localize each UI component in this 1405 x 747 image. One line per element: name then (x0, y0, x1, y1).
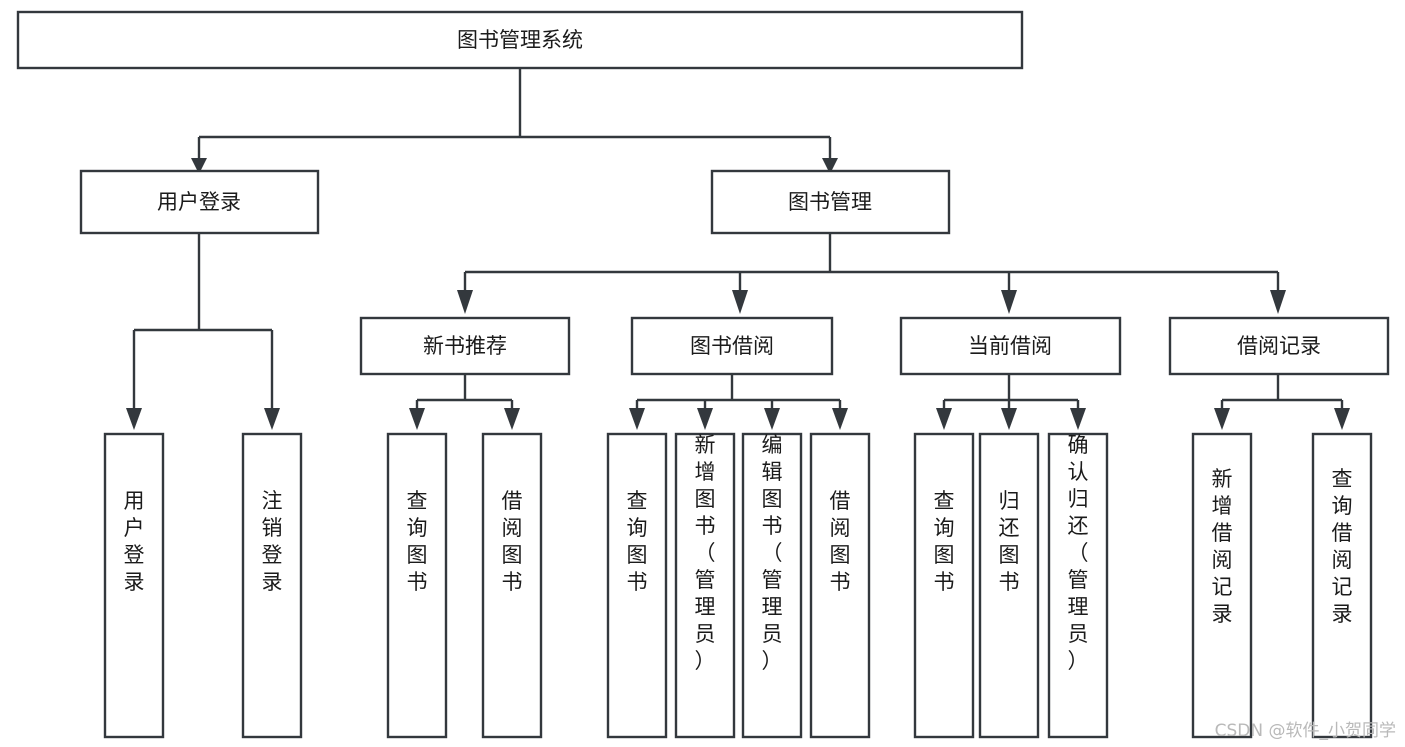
arrow-head-icon (264, 408, 280, 430)
leaf-records-add[interactable]: 新增借阅记录 (1191, 432, 1253, 739)
node-borrow-records[interactable]: 借阅记录 (1168, 316, 1390, 376)
leaf-box[interactable] (809, 432, 871, 739)
leaf-box[interactable] (674, 432, 736, 739)
leaf-box[interactable] (913, 432, 975, 739)
leaf-box[interactable] (978, 432, 1040, 739)
leaf-label: 新增图书（管理员） (695, 433, 716, 673)
leaf-borrow-query[interactable]: 查询图书 (606, 432, 668, 739)
leaf-new-book-query[interactable]: 查询图书 (386, 432, 448, 739)
leaf-borrow-edit-book[interactable]: 编辑图书（管理员） (741, 432, 803, 739)
arrow-head-icon (629, 408, 645, 430)
node-book-borrow-label: 图书借阅 (690, 334, 774, 358)
leaf-label: 编辑图书（管理员） (762, 433, 783, 673)
node-current-borrow[interactable]: 当前借阅 (899, 316, 1122, 376)
leaf-label: 查询图书 (934, 489, 955, 594)
leaf-user-login-logout[interactable]: 注销登录 (241, 432, 303, 739)
leaf-label: 新增借阅记录 (1212, 467, 1233, 626)
node-user-login[interactable]: 用户登录 (79, 169, 320, 235)
arrow-head-icon (1001, 408, 1017, 430)
leaf-box[interactable] (1047, 432, 1109, 739)
leaf-box[interactable] (606, 432, 668, 739)
leaf-box[interactable] (386, 432, 448, 739)
node-root-box[interactable] (16, 10, 1024, 70)
leaf-current-query[interactable]: 查询图书 (913, 432, 975, 739)
leaf-box[interactable] (741, 432, 803, 739)
leaf-new-book-borrow[interactable]: 借阅图书 (481, 432, 543, 739)
leaf-records-query[interactable]: 查询借阅记录 (1311, 432, 1373, 739)
leaf-box[interactable] (1191, 432, 1253, 739)
node-borrow-records-box[interactable] (1168, 316, 1390, 376)
arrow-head-icon (732, 290, 748, 314)
leaf-label: 归还图书 (999, 489, 1020, 594)
node-book-borrow[interactable]: 图书借阅 (630, 316, 834, 376)
leaf-label: 用户登录 (124, 489, 145, 594)
leaf-label: 查询图书 (407, 489, 428, 594)
arrow-head-icon (1214, 408, 1230, 430)
node-new-book-recommend-box[interactable] (359, 316, 571, 376)
arrow-head-icon (822, 158, 838, 174)
arrow-head-icon (409, 408, 425, 430)
node-book-management-label: 图书管理 (788, 190, 872, 214)
node-root-label: 图书管理系统 (457, 28, 583, 52)
node-user-login-label: 用户登录 (157, 190, 241, 214)
node-root[interactable]: 图书管理系统 (16, 10, 1024, 70)
leaf-label: 借阅图书 (830, 489, 851, 594)
node-user-login-box[interactable] (79, 169, 320, 235)
arrow-head-icon (764, 408, 780, 430)
leaf-label: 注销登录 (262, 489, 283, 594)
node-current-borrow-box[interactable] (899, 316, 1122, 376)
node-borrow-records-label: 借阅记录 (1237, 334, 1321, 358)
arrow-head-icon (1070, 408, 1086, 430)
leaf-label: 查询借阅记录 (1332, 467, 1353, 626)
leaf-box[interactable] (1311, 432, 1373, 739)
node-book-management-box[interactable] (710, 169, 951, 235)
leaf-label: 确认归还（管理员） (1068, 433, 1089, 673)
arrow-head-icon (191, 158, 207, 174)
node-current-borrow-label: 当前借阅 (968, 334, 1052, 358)
arrow-head-icon (126, 408, 142, 430)
arrow-head-icon (697, 408, 713, 430)
leaf-box[interactable] (103, 432, 165, 739)
csdn-watermark: CSDN @软件_小贺同学 (1215, 721, 1396, 741)
node-book-borrow-box[interactable] (630, 316, 834, 376)
connector-layer (126, 68, 1350, 430)
leaf-user-login-login[interactable]: 用户登录 (103, 432, 165, 739)
arrow-head-icon (1001, 290, 1017, 314)
node-book-management[interactable]: 图书管理 (710, 169, 951, 235)
arrow-head-icon (457, 290, 473, 314)
node-new-book-recommend[interactable]: 新书推荐 (359, 316, 571, 376)
leaf-current-return[interactable]: 归还图书 (978, 432, 1040, 739)
arrow-head-icon (936, 408, 952, 430)
arrow-head-icon (1270, 290, 1286, 314)
leaf-box[interactable] (481, 432, 543, 739)
node-new-book-recommend-label: 新书推荐 (423, 334, 507, 358)
leaf-borrow-borrow-book[interactable]: 借阅图书 (809, 432, 871, 739)
arrow-head-icon (504, 408, 520, 430)
leaf-label: 查询图书 (627, 489, 648, 594)
leaf-borrow-add-book[interactable]: 新增图书（管理员） (674, 432, 736, 739)
leaf-label: 借阅图书 (502, 489, 523, 594)
leaf-box[interactable] (241, 432, 303, 739)
arrow-head-icon (1334, 408, 1350, 430)
arrow-head-icon (832, 408, 848, 430)
leaf-current-confirm-return[interactable]: 确认归还（管理员） (1047, 432, 1109, 739)
